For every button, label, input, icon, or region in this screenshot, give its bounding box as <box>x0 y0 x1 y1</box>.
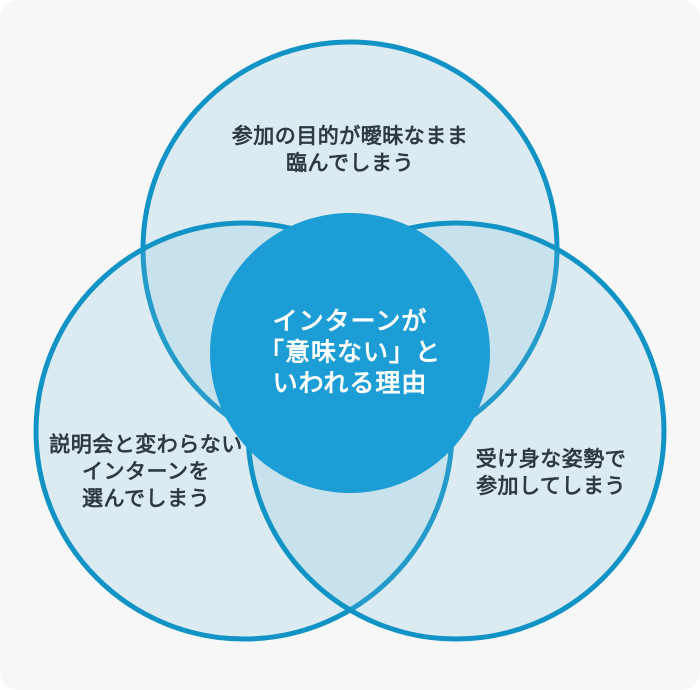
center-circle-label-line-3: いわれる理由 <box>272 369 428 398</box>
venn-center-circle <box>210 213 490 493</box>
bottom-right-circle-label-line-2: 参加してしまう <box>476 475 626 498</box>
center-circle-label: インターンが 「意味ない」と いわれる理由 <box>259 307 441 400</box>
bottom-left-circle-label-line-3: 選んでしまう <box>82 487 210 511</box>
top-circle-label-line-2: 臨んでしまう <box>286 152 414 175</box>
bottom-right-circle-label-line-1: 受け身な姿勢で <box>475 448 627 471</box>
top-circle-label: 参加の目的が曖昧なまま 臨んでしまう <box>232 123 469 177</box>
bottom-left-circle-label-line-1: 説明会と変わらない <box>49 433 243 457</box>
bottom-right-circle-label: 受け身な姿勢で 参加してしまう <box>476 446 627 500</box>
bottom-left-circle-label: 説明会と変わらない インターンを 選んでしまう <box>49 432 243 513</box>
center-circle-label-line-2: 「意味ない」と <box>258 338 442 367</box>
center-circle-label-line-1: インターンが <box>272 307 428 336</box>
bottom-left-circle-label-line-2: インターンを <box>82 460 210 484</box>
top-circle-label-line-1: 参加の目的が曖昧なまま <box>231 125 469 148</box>
